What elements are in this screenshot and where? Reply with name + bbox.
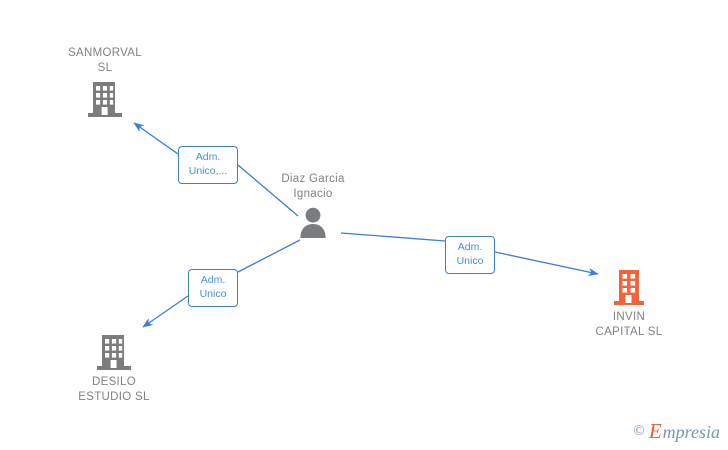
watermark-empresia: © E mpresia	[633, 421, 720, 442]
watermark-brand-initial: E	[648, 419, 662, 443]
watermark-brand-rest: mpresia	[662, 421, 720, 442]
node-label-person: Diaz Garcia Ignacio	[281, 173, 345, 200]
building-icon	[614, 270, 644, 305]
node-label-desilo: DESILO ESTUDIO SL	[78, 376, 150, 403]
node-desilo-estudio[interactable]: DESILO ESTUDIO SL	[44, 333, 184, 405]
copyright-icon: ©	[633, 423, 645, 439]
edge-line-label-to-desilo	[142, 295, 189, 328]
node-invin-capital[interactable]: INVIN CAPITAL SL	[559, 268, 699, 340]
node-sanmorval[interactable]: SANMORVAL SL	[35, 46, 175, 118]
relation-label-person-invin[interactable]: Adm. Unico	[445, 236, 495, 274]
node-label-sanmorval: SANMORVAL SL	[68, 47, 142, 74]
relation-label-person-desilo[interactable]: Adm. Unico	[188, 269, 238, 307]
node-person-diaz-garcia-ignacio[interactable]: Diaz Garcia Ignacio	[243, 172, 383, 238]
building-icon	[88, 82, 122, 117]
building-icon	[97, 335, 131, 370]
node-label-invin: INVIN CAPITAL SL	[595, 311, 663, 338]
person-icon	[300, 207, 326, 238]
edge-line-person-to-label-desilo	[237, 239, 301, 273]
edge-line-label-to-sanmorval	[133, 122, 179, 155]
relation-label-person-sanmorval[interactable]: Adm. Unico,...	[178, 146, 238, 184]
